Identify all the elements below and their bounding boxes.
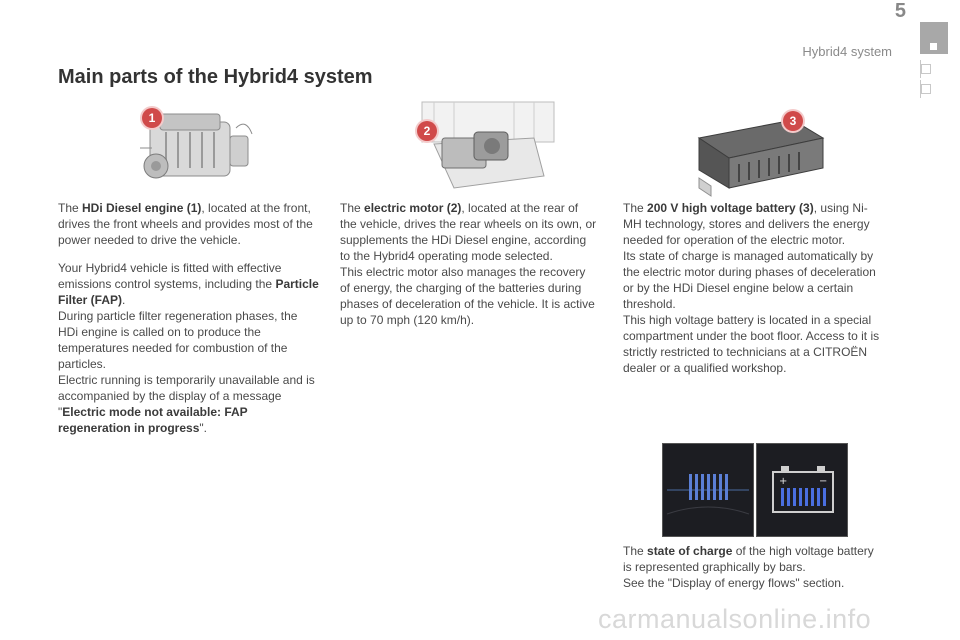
electric-motor-paragraph: The electric motor (2), located at the r… (340, 201, 597, 327)
battery-illustration (693, 108, 828, 200)
engine-paragraph: The HDi Diesel engine (1), located at th… (58, 201, 313, 247)
column-engine: The HDi Diesel engine (1), located at th… (58, 200, 320, 448)
chapter-tabs (910, 0, 960, 100)
battery-charge-bar (799, 488, 802, 506)
battery-charge-bar (781, 488, 784, 506)
chapter-tab[interactable] (920, 80, 949, 98)
page-number: 5 (894, 0, 906, 22)
watermark: carmanualsonline.info (598, 604, 872, 634)
engine-callout-badge: 1 (142, 108, 162, 128)
charge-gauge-bar (701, 474, 704, 500)
battery-bars (781, 488, 826, 506)
charge-gauge-bar (695, 474, 698, 500)
battery-charge-bar (811, 488, 814, 506)
page-title: Main parts of the Hybrid4 system (58, 66, 373, 88)
charge-gauge-bar (719, 474, 722, 500)
column-electric-motor: The electric motor (2), located at the r… (340, 200, 598, 340)
battery-minus-icon: − (819, 476, 827, 487)
charge-gauge-bar (707, 474, 710, 500)
battery-charge-bar (823, 488, 826, 506)
battery-callout-badge: 3 (783, 111, 803, 131)
chapter-tab-active[interactable] (920, 22, 948, 54)
battery-charge-bar (787, 488, 790, 506)
state-of-charge-paragraph: The state of charge of the high voltage … (623, 544, 874, 590)
section-title: Hybrid4 system (802, 44, 892, 59)
charge-gauge-bar (725, 474, 728, 500)
charge-gauge-panel (662, 443, 754, 537)
electric-motor-callout-badge: 2 (417, 121, 437, 141)
chapter-tab[interactable] (920, 60, 949, 78)
charge-gauge-bar (689, 474, 692, 500)
battery-charge-bar (817, 488, 820, 506)
battery-charge-bar (805, 488, 808, 506)
column-battery: The 200 V high voltage battery (3), usin… (623, 200, 885, 388)
engine-illustration (136, 108, 256, 188)
battery-paragraph: The 200 V high voltage battery (3), usin… (623, 201, 880, 375)
fap-paragraph: Your Hybrid4 vehicle is fitted with effe… (58, 261, 319, 435)
charge-gauge-bars (689, 474, 728, 500)
state-of-charge-text: The state of charge of the high voltage … (623, 543, 885, 603)
charge-gauge-bar (713, 474, 716, 500)
battery-charge-panel: + − (756, 443, 848, 537)
electric-motor-illustration (414, 98, 559, 190)
battery-plus-icon: + (779, 476, 787, 487)
battery-charge-bar (793, 488, 796, 506)
